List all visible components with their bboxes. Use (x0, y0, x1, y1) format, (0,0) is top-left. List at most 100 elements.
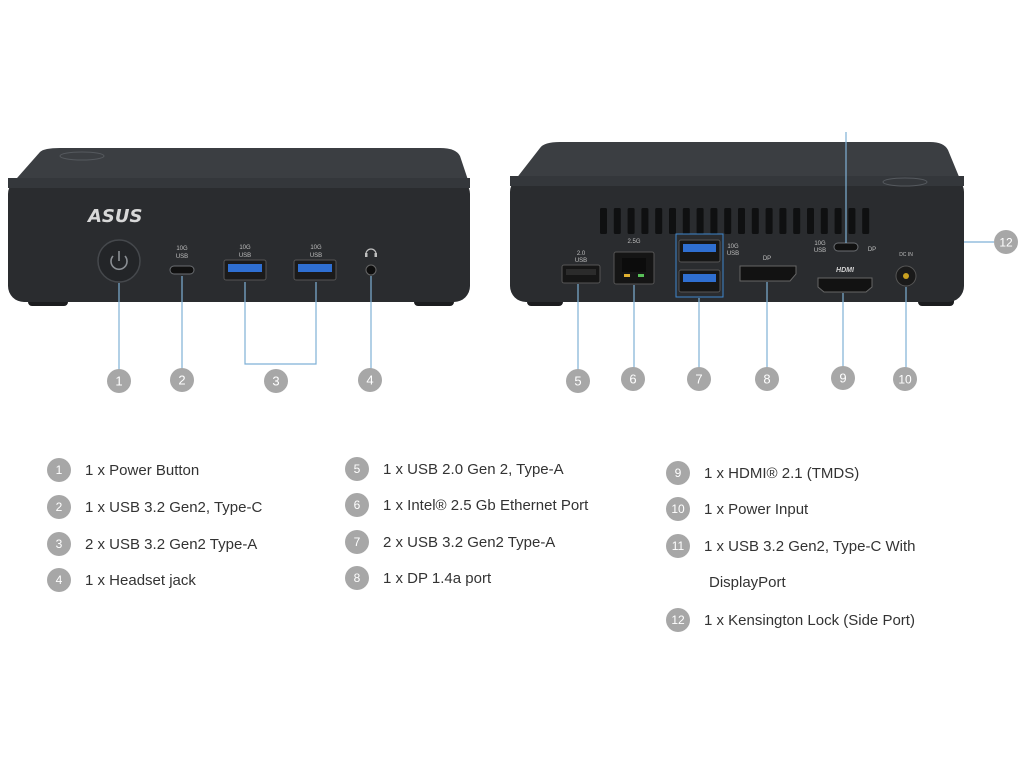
leader-lines (118, 132, 994, 370)
back-top-logo-mark (882, 177, 928, 187)
legend-text-11: 1 x USB 3.2 Gen2, Type-C With (704, 537, 916, 555)
callout-10: 10 (893, 367, 917, 391)
back-usb3-port-2-tongue (683, 274, 716, 282)
legend-badge-9: 9 (666, 461, 690, 485)
headset-icon (365, 248, 377, 257)
vent-slot (669, 208, 676, 234)
back-usb3-type-label: USB (727, 251, 739, 257)
callout-1-label: 1 (115, 374, 122, 389)
front-usba2-type-label: USB (310, 253, 322, 259)
legend-text-6: 1 x Intel® 2.5 Gb Ethernet Port (383, 496, 589, 514)
vent-slot (710, 208, 718, 234)
back-edge-highlight (510, 176, 964, 186)
vent-slot (655, 208, 663, 234)
legend-item-6: 6 1 x Intel® 2.5 Gb Ethernet Port (345, 493, 588, 517)
legend-item-12: 12 1 x Kensington Lock (Side Port) (666, 608, 915, 632)
callout-7: 7 (687, 367, 711, 391)
callout-8-label: 8 (763, 372, 770, 387)
back-usb3-port-1-tongue (683, 244, 716, 252)
callout-4-label: 4 (366, 373, 373, 388)
legend-item-1: 1 1 x Power Button (47, 458, 199, 482)
callout-5: 5 (566, 369, 590, 393)
legend-text-1: 1 x Power Button (85, 461, 200, 479)
callout-6: 6 (621, 367, 645, 391)
legend-text-12: 1 x Kensington Lock (Side Port) (704, 611, 915, 629)
hdmi-port (817, 277, 873, 293)
legend-item-11: 11 1 x USB 3.2 Gen2, Type-C With (666, 534, 915, 558)
ethernet-port-socket (622, 258, 646, 272)
legend-item-8: 8 1 x DP 1.4a port (345, 566, 491, 590)
legend-badge-2: 2 (47, 495, 71, 519)
vent-slot (641, 208, 649, 234)
legend-item-2: 2 1 x USB 3.2 Gen2, Type-C (47, 495, 262, 519)
front-body (8, 178, 470, 302)
callout-9: 9 (831, 366, 855, 390)
callout-6-label: 6 (629, 372, 636, 387)
back-usb2-speed-label: 2.0 (577, 251, 586, 257)
legend-item-3: 3 2 x USB 3.2 Gen2 Type-A (47, 532, 257, 556)
front-usb-a-port-2-tongue (298, 264, 332, 272)
legend-item-9: 9 1 x HDMI® 2.1 (TMDS) (666, 461, 859, 485)
headset-jack (365, 264, 377, 276)
vent-slot (765, 208, 773, 234)
vent-slot (724, 208, 732, 234)
legend-text-2: 1 x USB 3.2 Gen2, Type-C (85, 498, 263, 516)
back-dp-label: DP (763, 256, 771, 262)
callout-5-label: 5 (574, 374, 581, 389)
legend-badge-4: 4 (47, 568, 71, 592)
legend-item-4: 4 1 x Headset jack (47, 568, 196, 592)
front-typec-type-label: USB (176, 254, 188, 260)
legend-item-10: 10 1 x Power Input (666, 497, 808, 521)
vent-slot (627, 208, 635, 234)
back-top-surface (512, 142, 962, 184)
back-unit: 2.0 USB 2.5G 10G USB DP 10G USB D (510, 142, 964, 306)
vent-slot (738, 208, 745, 234)
callout-badges: 1 2 3 4 5 6 7 8 9 10 12 (107, 230, 1018, 393)
back-typec-speed-label: 10G (814, 241, 826, 247)
callout-2-label: 2 (178, 373, 185, 388)
legend-text-10: 1 x Power Input (704, 500, 809, 518)
legend-badge-12: 12 (666, 608, 690, 632)
power-icon (110, 251, 128, 271)
legend-text-4: 1 x Headset jack (85, 571, 196, 589)
callout-8: 8 (755, 367, 779, 391)
legend-item-5: 5 1 x USB 2.0 Gen 2, Type-A (345, 457, 564, 481)
callout-7-label: 7 (695, 372, 702, 387)
vent-slot (600, 208, 607, 234)
legend-text-11-continuation: DisplayPort (709, 574, 786, 591)
callout-3-label: 3 (272, 374, 279, 389)
legend-badge-1: 1 (47, 458, 71, 482)
ethernet-led-right (638, 274, 644, 277)
vent-slot (807, 208, 814, 234)
front-typec-speed-label: 10G (176, 246, 188, 252)
front-usba1-speed-label: 10G (239, 245, 251, 251)
leader-3 (244, 282, 317, 365)
vent-slot (820, 208, 828, 234)
back-typec-dp-label: DP (868, 247, 876, 253)
vent-slot (682, 208, 690, 234)
legend-badge-10: 10 (666, 497, 690, 521)
legend-badge-3: 3 (47, 532, 71, 556)
brand-logo: ASUS (86, 206, 142, 227)
vent-slot (862, 208, 870, 234)
vent-slot (793, 208, 801, 234)
vent-slot (834, 208, 842, 234)
front-usba1-type-label: USB (239, 253, 251, 259)
back-hdmi-label: HDMI (836, 267, 855, 274)
legend-item-7: 7 2 x USB 3.2 Gen2 Type-A (345, 530, 555, 554)
vent-grille (600, 208, 870, 234)
back-typec-type-label: USB (814, 248, 826, 254)
back-usb-c-dp-port (833, 242, 859, 252)
legend-badge-11: 11 (666, 534, 690, 558)
callout-12: 12 (994, 230, 1018, 254)
front-edge-highlight (8, 178, 470, 188)
legend-text-5: 1 x USB 2.0 Gen 2, Type-A (383, 460, 564, 478)
callout-9-label: 9 (839, 371, 846, 386)
callout-2: 2 (170, 368, 194, 392)
vent-slot (779, 208, 787, 234)
legend-badge-8: 8 (345, 566, 369, 590)
vent-slot (751, 208, 759, 234)
vent-slot (613, 208, 621, 234)
